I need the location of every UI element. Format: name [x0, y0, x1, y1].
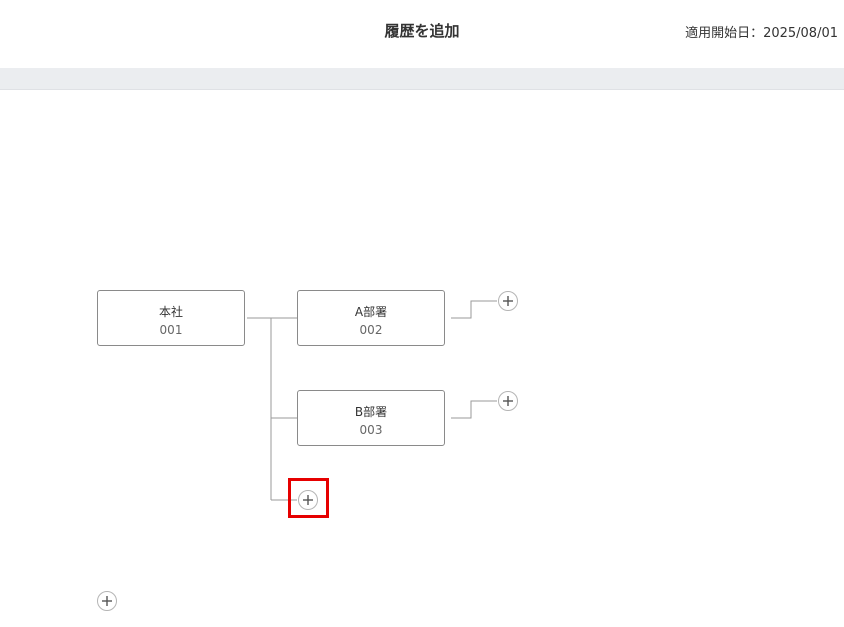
add-sibling-department-button[interactable]	[298, 490, 318, 510]
toolbar-band	[0, 68, 844, 90]
add-child-a-button[interactable]	[498, 291, 518, 311]
plus-icon	[102, 596, 112, 606]
add-root-button[interactable]	[97, 591, 117, 611]
plus-icon	[303, 495, 313, 505]
org-node-a-department[interactable]: A部署 002	[297, 290, 445, 346]
org-node-root[interactable]: 本社 001	[97, 290, 245, 346]
org-chart-canvas	[0, 90, 844, 627]
org-node-name: A部署	[354, 305, 388, 319]
org-node-code: 002	[359, 323, 383, 337]
org-node-code: 003	[359, 423, 383, 437]
header: 履歴を追加 適用開始日：2025/08/01	[0, 0, 844, 68]
org-node-b-department[interactable]: B部署 003	[297, 390, 445, 446]
org-node-code: 001	[159, 323, 183, 337]
plus-icon	[503, 396, 513, 406]
effective-date-label: 適用開始日：2025/08/01	[685, 26, 838, 41]
org-node-name: 本社	[158, 305, 183, 319]
add-child-b-button[interactable]	[498, 391, 518, 411]
org-node-name: B部署	[354, 405, 388, 419]
page-title: 履歴を追加	[384, 22, 460, 40]
plus-icon	[503, 296, 513, 306]
